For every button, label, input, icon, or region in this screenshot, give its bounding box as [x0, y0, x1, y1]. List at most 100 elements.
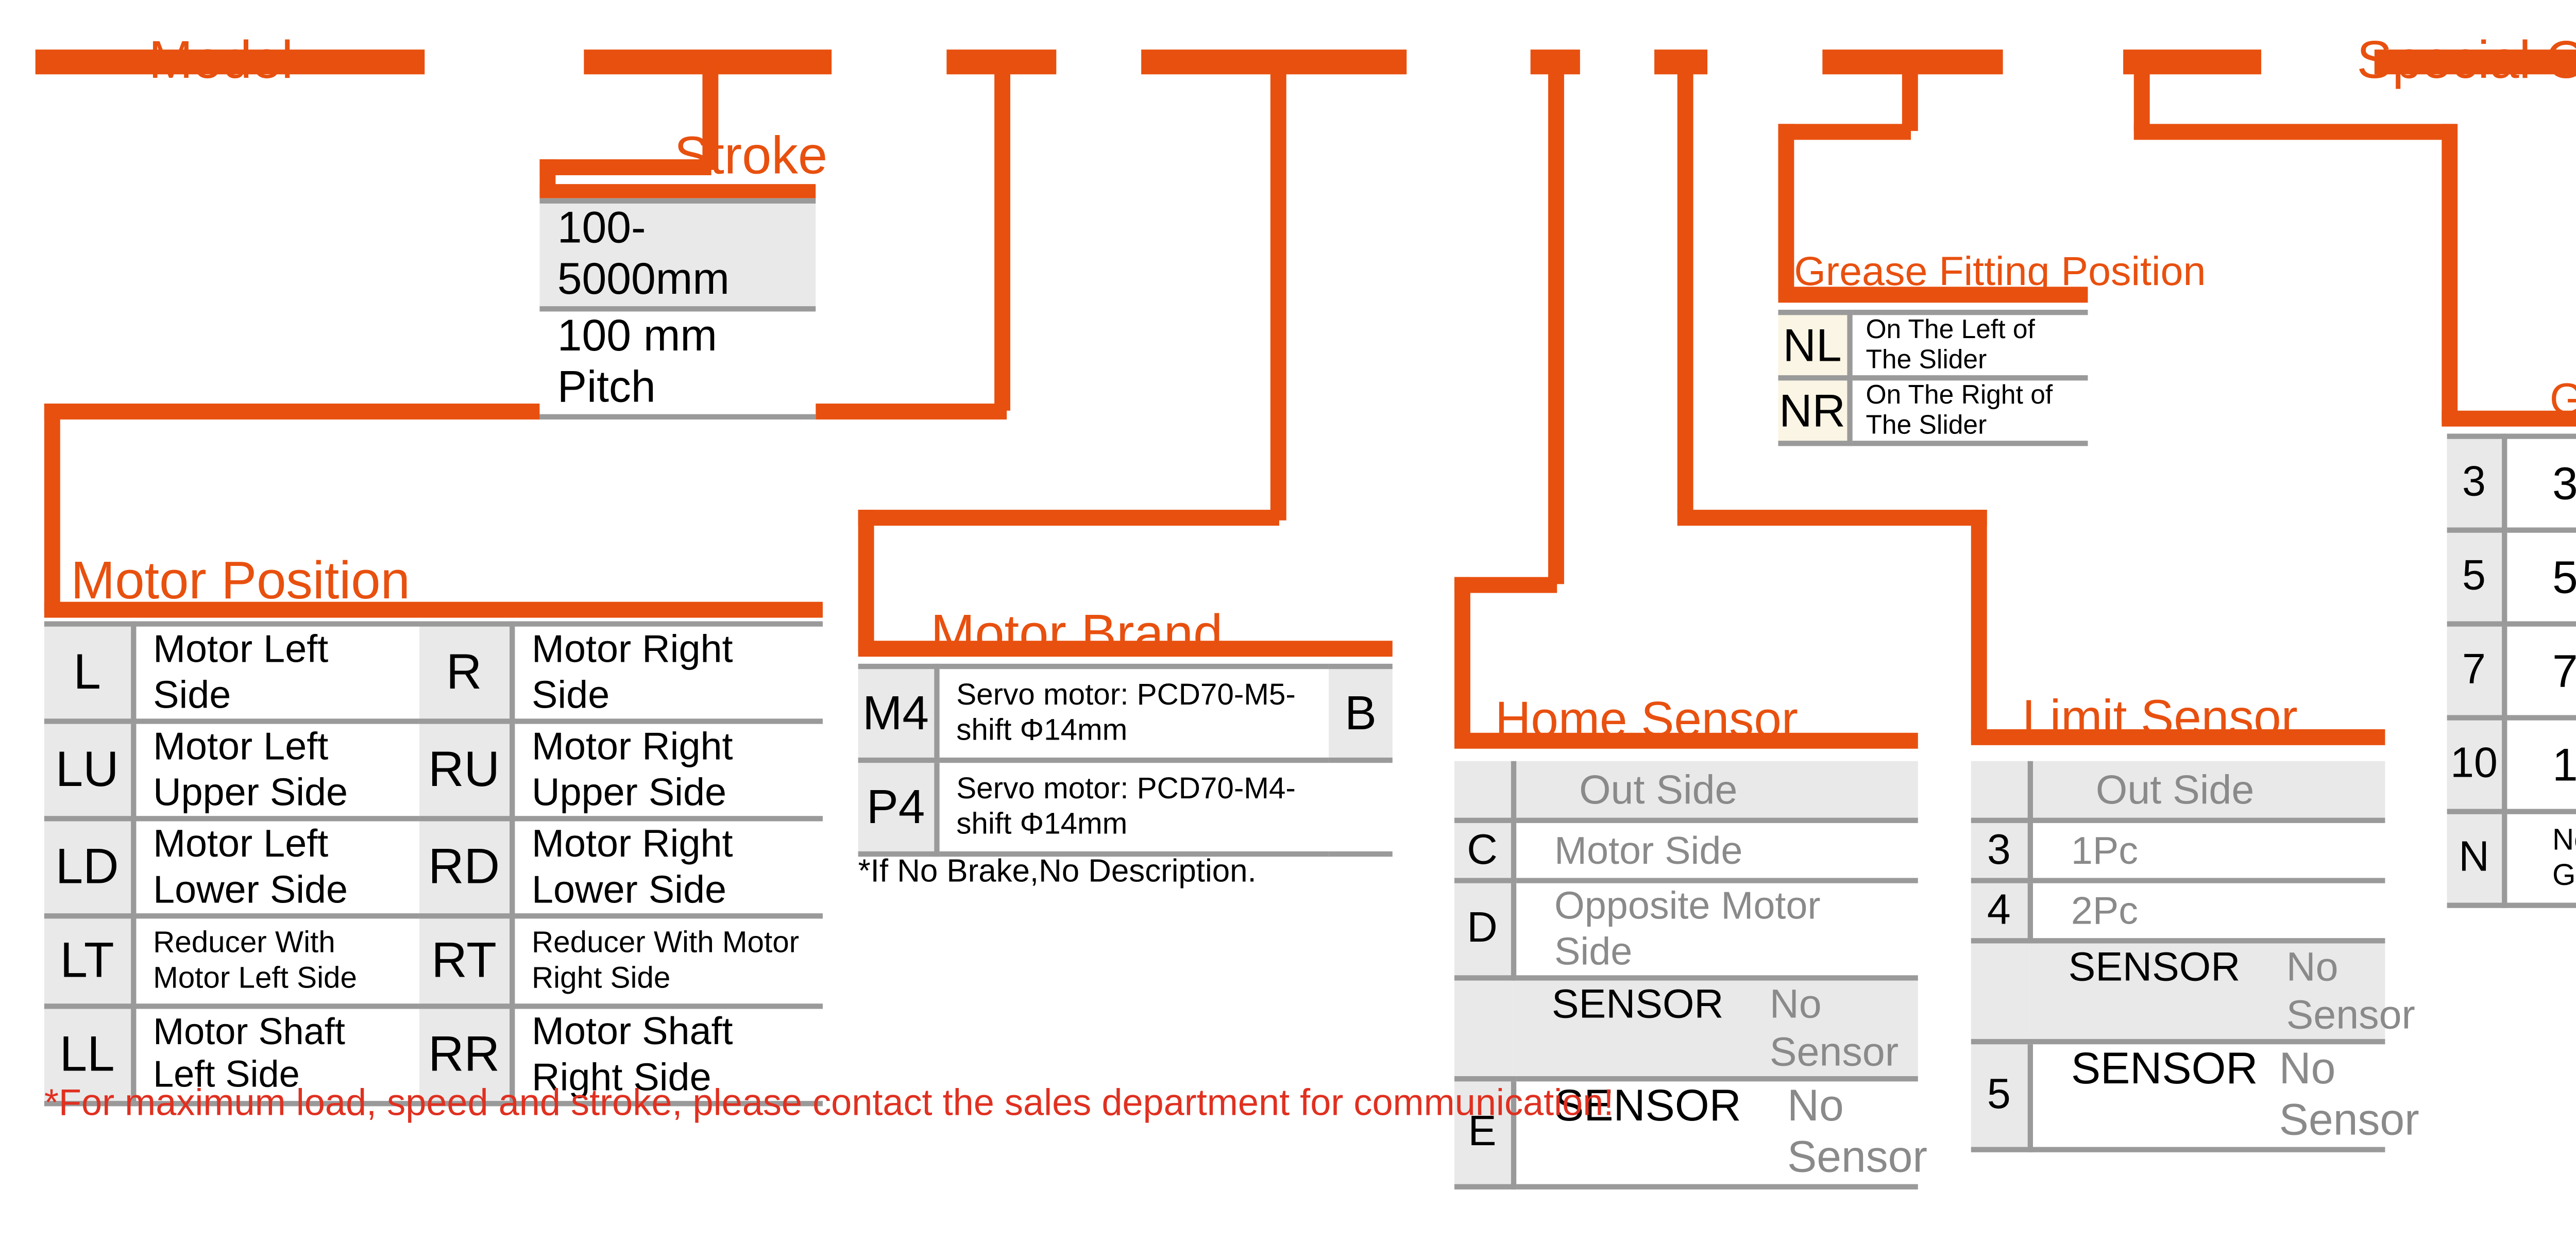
leader-limit-sensor-horizontal: [1677, 510, 1987, 526]
leader-motor-position-vertical-left: [44, 404, 60, 613]
caption-special-order: Special Order No.: [2357, 31, 2576, 91]
table-row: LT Reducer With Motor Left Side RT Reduc…: [44, 913, 823, 1009]
code-segment-bar-special-order: [2374, 49, 2576, 75]
grease-fitting-table: NL On The Left of The Slider NR On The R…: [1778, 310, 2088, 446]
table-row: LD Motor Left Lower Side RD Motor Right …: [44, 816, 823, 919]
leader-motor-brand-horizontal: [858, 510, 1279, 526]
motor-position-code-r-0: R: [419, 621, 514, 724]
home-sensor-code-0: C: [1454, 817, 1516, 883]
motor-position-code-l-4: LL: [44, 1003, 135, 1107]
caption-stroke: Stroke: [674, 127, 828, 186]
caption-gearbox-ratio: Gearbox Ratio: [2550, 375, 2576, 427]
motor-brand-code-0: M4: [858, 663, 939, 763]
table-row: 10 10:1: [2447, 715, 2576, 814]
caption-motor-brand: Motor Brand: [930, 605, 1223, 664]
motor-position-desc-l-3: Reducer With Motor Left Side: [132, 913, 419, 1009]
gearbox-ratio-code-4: N: [2447, 809, 2506, 908]
table-row: L Motor Left Side R Motor Right Side: [44, 621, 823, 724]
table-row: 100-5000mm: [539, 198, 816, 312]
gearbox-ratio-code-3: 10: [2447, 715, 2506, 814]
home-sensor-value-1: No Sensor: [1787, 1081, 1928, 1183]
motor-position-code-r-2: RD: [419, 816, 514, 919]
table-row: 100 mm Pitch: [539, 306, 816, 420]
home-sensor-key-0: SENSOR: [1551, 980, 1724, 1027]
home-sensor-value-0: No Sensor: [1769, 980, 1899, 1075]
stroke-pitch-cell: 100 mm Pitch: [539, 306, 816, 420]
motor-position-desc-r-1: Motor Right Upper Side: [511, 718, 823, 822]
leader-motor-position-horizontal: [44, 404, 1007, 420]
caption-underline-limit-sensor: [1971, 729, 2385, 745]
leader-grease-fitting-vertical-upper: [1902, 60, 1918, 131]
code-segment-bar-model: [35, 49, 425, 75]
motor-position-desc-l-1: Motor Left Upper Side: [132, 718, 419, 822]
table-row: D Opposite Motor Side: [1454, 878, 1918, 981]
caption-underline-gearbox-ratio: [2442, 410, 2576, 427]
grease-fitting-desc-0: On The Left of The Slider: [1849, 310, 2088, 381]
motor-brand-table: M4 Servo motor: PCD70-M5-shift Φ14mm B P…: [858, 663, 1393, 857]
motor-brand-brake-1: [1329, 757, 1393, 857]
limit-sensor-key-1: SENSOR: [2071, 1044, 2258, 1094]
motor-position-code-l-2: LD: [44, 816, 135, 919]
limit-sensor-desc-0: 1Pc: [2029, 817, 2385, 883]
limit-sensor-value-0: No Sensor: [2286, 943, 2415, 1037]
gearbox-ratio-code-2: 7: [2447, 621, 2506, 721]
caption-underline-motor-position: [44, 601, 823, 618]
home-sensor-header-spacer: [1454, 761, 1516, 823]
limit-sensor-header: Out Side: [2029, 761, 2385, 823]
leader-stroke-vertical-upper: [702, 60, 719, 170]
motor-position-desc-l-4: Motor Shaft Left Side: [132, 1003, 419, 1107]
table-row: NL On The Left of The Slider: [1778, 310, 2088, 381]
home-sensor-desc-1: Opposite Motor Side: [1513, 878, 1918, 981]
limit-sensor-header-spacer: [1971, 761, 2032, 823]
gearbox-ratio-code-1: 5: [2447, 527, 2506, 627]
leader-stroke-horizontal: [539, 159, 711, 175]
caption-model: Model: [148, 31, 294, 91]
gearbox-ratio-desc-1: 5:1: [2503, 527, 2576, 627]
home-sensor-header: Out Side: [1513, 761, 1918, 823]
grease-fitting-code-0: NL: [1778, 310, 1852, 381]
home-sensor-code-2: [1454, 975, 1513, 1082]
home-sensor-table: Out Side C Motor Side D Opposite Motor S…: [1454, 761, 1927, 1190]
table-row: Out Side: [1454, 761, 1918, 823]
motor-position-desc-r-0: Motor Right Side: [511, 621, 823, 724]
motor-position-table: L Motor Left Side R Motor Right Side LU …: [44, 621, 823, 1107]
motor-position-code-r-4: RR: [419, 1003, 514, 1107]
table-row: 3 3:1: [2447, 433, 2576, 533]
limit-sensor-code-2: [1971, 938, 2030, 1045]
table-row: LU Motor Left Upper Side RU Motor Right …: [44, 718, 823, 822]
table-row: E SENSOR No Sensor: [1454, 1076, 1927, 1190]
caption-motor-position: Motor Position: [71, 552, 410, 611]
leader-gearbox-ratio-vertical-upper: [2133, 60, 2150, 131]
leader-home-sensor-vertical-upper: [1548, 60, 1564, 584]
limit-sensor-key-0: SENSOR: [2068, 943, 2241, 990]
limit-sensor-sensor-cell-1: SENSOR No Sensor: [2029, 1039, 2419, 1152]
gearbox-ratio-table: 3 3:1 5 5:1 7 7:1 10 10:1 N None Gearbox…: [2447, 433, 2576, 908]
gearbox-ratio-desc-2: 7:1: [2503, 621, 2576, 721]
motor-position-desc-r-4: Motor Shaft Right Side: [511, 1003, 823, 1107]
gearbox-ratio-desc-4: None Gearbox Type: [2503, 809, 2576, 908]
motor-brand-desc-0: Servo motor: PCD70-M5-shift Φ14mm: [936, 663, 1329, 763]
motor-brand-desc-1: Servo motor: PCD70-M4-shift Φ14mm: [936, 757, 1329, 857]
table-row: LL Motor Shaft Left Side RR Motor Shaft …: [44, 1003, 823, 1107]
grease-fitting-desc-1: On The Right of The Slider: [1849, 375, 2088, 446]
leader-motor-brand-vertical-left: [858, 510, 874, 651]
motor-position-code-r-1: RU: [419, 718, 514, 822]
motor-brand-brake-0: B: [1329, 663, 1393, 763]
table-row: N None Gearbox Type: [2447, 809, 2576, 908]
table-row: 7 7:1: [2447, 621, 2576, 721]
caption-limit-sensor: Limit Sensor: [2022, 690, 2298, 745]
table-row: P4 Servo motor: PCD70-M4-shift Φ14mm: [858, 757, 1393, 857]
caption-underline-stroke: [539, 184, 816, 200]
limit-sensor-value-1: No Sensor: [2279, 1044, 2419, 1145]
leader-motor-brand-vertical-upper: [1270, 60, 1286, 521]
limit-sensor-sensor-cell-0: SENSOR No Sensor: [2029, 938, 2415, 1045]
leader-home-sensor-horizontal: [1454, 577, 1557, 593]
motor-brand-footnote: *If No Brake,No Description.: [858, 853, 1257, 889]
motor-position-desc-r-2: Motor Right Lower Side: [511, 816, 823, 919]
motor-position-code-l-0: L: [44, 621, 135, 724]
leader-gearbox-ratio-horizontal: [2133, 124, 2456, 140]
stroke-table: 100-5000mm 100 mm Pitch: [539, 198, 816, 420]
page-footnote: *For maximum load, speed and stroke, ple…: [44, 1083, 1614, 1124]
gearbox-ratio-desc-0: 3:1: [2503, 433, 2576, 533]
